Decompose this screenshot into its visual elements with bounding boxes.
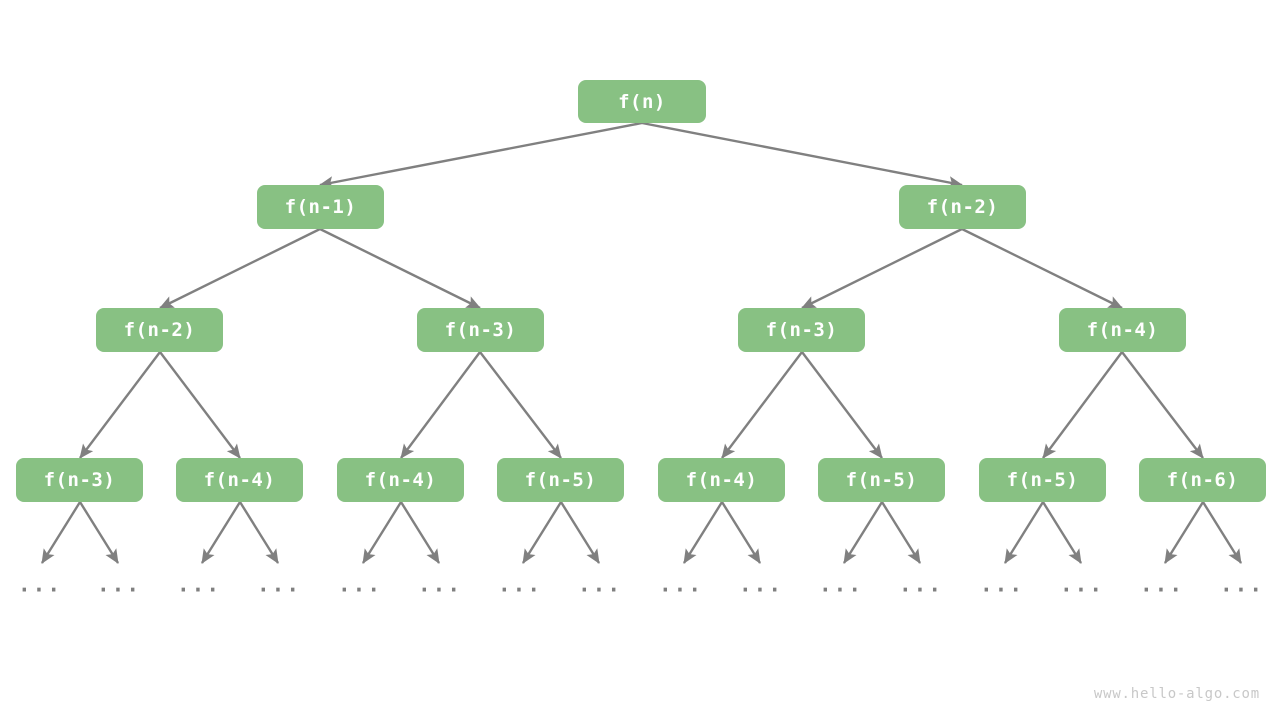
tree-edge	[801, 227, 963, 310]
tree-edge	[961, 227, 1123, 310]
ellipsis-marker: ...	[418, 572, 462, 597]
tree-node[interactable]: f(n-4)	[658, 458, 785, 502]
tree-node[interactable]: f(n-5)	[497, 458, 624, 502]
tree-edge	[521, 501, 563, 564]
tree-edge	[159, 351, 241, 459]
tree-edge	[1041, 501, 1083, 564]
tree-edge	[1042, 351, 1123, 459]
tree-node[interactable]: f(n-2)	[96, 308, 223, 352]
tree-node[interactable]: f(n-6)	[1139, 458, 1266, 502]
tree-node[interactable]: f(n-4)	[176, 458, 303, 502]
tree-node[interactable]: f(n-2)	[899, 185, 1026, 229]
tree-edge	[842, 501, 884, 564]
tree-edge	[801, 351, 883, 459]
tree-edge	[319, 227, 481, 310]
ellipsis-marker: ...	[257, 572, 301, 597]
tree-edge	[159, 227, 321, 310]
tree-node[interactable]: f(n-3)	[16, 458, 143, 502]
tree-edge	[1163, 501, 1205, 564]
tree-node[interactable]: f(n-4)	[1059, 308, 1186, 352]
ellipsis-marker: ...	[498, 572, 542, 597]
tree-node[interactable]: f(n-5)	[818, 458, 945, 502]
tree-edge	[682, 501, 724, 564]
tree-node[interactable]: f(n)	[578, 80, 706, 123]
ellipsis-marker: ...	[18, 572, 62, 597]
tree-edge	[400, 351, 481, 459]
ellipsis-marker: ...	[177, 572, 221, 597]
ellipsis-marker: ...	[980, 572, 1024, 597]
tree-edge	[200, 501, 242, 564]
tree-edge	[40, 501, 82, 564]
tree-edge	[399, 501, 441, 564]
tree-edge	[721, 351, 803, 459]
ellipsis-marker: ...	[739, 572, 783, 597]
ellipsis-marker: ...	[1220, 572, 1264, 597]
tree-node[interactable]: f(n-5)	[979, 458, 1106, 502]
ellipsis-marker: ...	[659, 572, 703, 597]
tree-edge	[641, 121, 963, 189]
tree-node[interactable]: f(n-1)	[257, 185, 384, 229]
watermark-label: www.hello-algo.com	[1093, 686, 1260, 702]
tree-edge	[79, 351, 161, 459]
ellipsis-marker: ...	[1140, 572, 1184, 597]
tree-edge	[1201, 501, 1243, 564]
tree-edge	[559, 501, 601, 564]
ellipsis-marker: ...	[819, 572, 863, 597]
tree-edge	[78, 501, 120, 564]
tree-edge	[720, 501, 762, 564]
tree-node[interactable]: f(n-4)	[337, 458, 464, 502]
tree-edge	[479, 351, 562, 459]
ellipsis-marker: ...	[338, 572, 382, 597]
tree-node[interactable]: f(n-3)	[738, 308, 865, 352]
tree-edge	[1121, 351, 1204, 459]
ellipsis-marker: ...	[1060, 572, 1104, 597]
tree-edge	[880, 501, 922, 564]
tree-edge	[1003, 501, 1045, 564]
tree-edge	[319, 121, 643, 189]
ellipsis-marker: ...	[578, 572, 622, 597]
ellipsis-marker: ...	[899, 572, 943, 597]
tree-edge	[361, 501, 403, 564]
tree-edge	[238, 501, 280, 564]
ellipsis-marker: ...	[97, 572, 141, 597]
tree-node[interactable]: f(n-3)	[417, 308, 544, 352]
